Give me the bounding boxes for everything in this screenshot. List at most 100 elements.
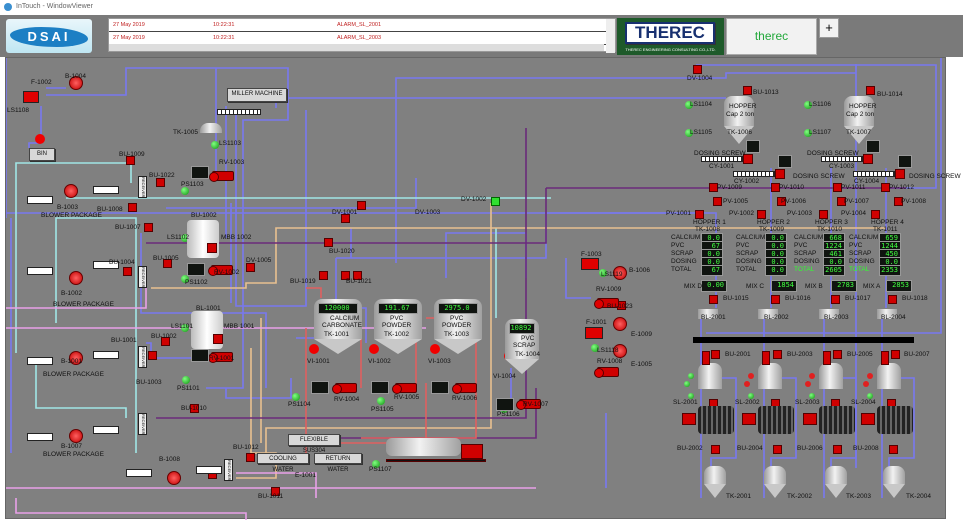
valve-icon[interactable] bbox=[833, 445, 842, 454]
valve-icon[interactable] bbox=[357, 201, 366, 210]
rotary-valve-motor-icon[interactable] bbox=[594, 367, 619, 378]
valve-icon[interactable] bbox=[319, 271, 328, 280]
valve-icon[interactable] bbox=[771, 295, 780, 304]
hopper-body bbox=[724, 96, 754, 126]
silo-id: TK-1001 bbox=[324, 331, 349, 338]
valve-icon[interactable] bbox=[246, 453, 255, 462]
label-dv1004: DV-1004 bbox=[687, 75, 713, 82]
valve-icon[interactable] bbox=[889, 445, 898, 454]
valve-icon[interactable] bbox=[324, 238, 333, 247]
reactor-motor-icon[interactable] bbox=[702, 351, 710, 365]
valve-icon[interactable] bbox=[246, 263, 255, 272]
reactor-motor-icon[interactable] bbox=[881, 351, 889, 365]
screw-motor-icon[interactable] bbox=[863, 154, 873, 164]
label-bp4: BLOWER PACKAGE bbox=[43, 451, 104, 458]
valve-icon[interactable] bbox=[773, 445, 782, 454]
label-dv1005: DV-1005 bbox=[246, 257, 272, 264]
reactor-vessel bbox=[877, 363, 901, 389]
mixer-motor-icon[interactable] bbox=[682, 413, 696, 425]
valve-icon[interactable] bbox=[693, 65, 702, 74]
blower-icon[interactable] bbox=[69, 351, 83, 365]
valve-icon[interactable] bbox=[341, 271, 350, 280]
rotary-valve-motor-icon[interactable] bbox=[516, 399, 541, 410]
rotary-valve-motor-icon[interactable] bbox=[209, 171, 234, 182]
blower-icon[interactable] bbox=[613, 344, 627, 358]
blower-icon[interactable] bbox=[69, 76, 83, 90]
screw-motor-icon[interactable] bbox=[775, 169, 785, 179]
valve-icon[interactable] bbox=[819, 210, 828, 219]
valve-icon[interactable] bbox=[773, 350, 782, 359]
mixer-motor-icon[interactable] bbox=[861, 413, 875, 425]
valve-dv1002-icon[interactable] bbox=[491, 197, 500, 206]
valve-icon[interactable] bbox=[757, 210, 766, 219]
valve-icon[interactable] bbox=[148, 351, 157, 360]
screw-motor-icon[interactable] bbox=[743, 154, 753, 164]
valve-icon[interactable] bbox=[144, 223, 153, 232]
pipe bbox=[830, 377, 857, 468]
bag-indicator bbox=[213, 334, 223, 344]
motor-status-display bbox=[371, 381, 389, 394]
valve-icon[interactable] bbox=[833, 183, 842, 192]
rotary-valve-motor-icon[interactable] bbox=[392, 383, 417, 394]
valve-icon[interactable] bbox=[353, 271, 362, 280]
rotary-valve-motor-icon[interactable] bbox=[332, 383, 357, 394]
valve-icon[interactable] bbox=[709, 183, 718, 192]
mixer-motor-icon[interactable] bbox=[742, 413, 756, 425]
blower-icon[interactable] bbox=[69, 429, 83, 443]
miller-machine-button[interactable]: MILLER MACHINE bbox=[227, 88, 287, 102]
valve-icon[interactable] bbox=[713, 197, 722, 206]
valve-icon[interactable] bbox=[709, 295, 718, 304]
valve-icon[interactable] bbox=[871, 210, 880, 219]
valve-icon[interactable] bbox=[837, 197, 846, 206]
blower-icon[interactable] bbox=[613, 317, 627, 331]
silo-value-display: 120000 bbox=[318, 303, 358, 314]
valve-icon[interactable] bbox=[161, 337, 170, 346]
valve-icon[interactable] bbox=[888, 295, 897, 304]
label-bu1004: BU-1004 bbox=[109, 259, 135, 266]
label-ls1103: LS1103 bbox=[219, 140, 241, 147]
reactor-motor-icon[interactable] bbox=[823, 351, 831, 365]
mixer-motor-icon[interactable] bbox=[803, 413, 817, 425]
valve-icon[interactable] bbox=[777, 197, 786, 206]
valve-icon[interactable] bbox=[128, 203, 137, 212]
screw-motor-icon[interactable] bbox=[895, 169, 905, 179]
valve-icon[interactable] bbox=[123, 267, 132, 276]
valve-icon[interactable] bbox=[341, 214, 350, 223]
valve-icon[interactable] bbox=[695, 210, 704, 219]
valve-icon[interactable] bbox=[190, 404, 199, 413]
valve-icon[interactable] bbox=[881, 183, 890, 192]
valve-icon[interactable] bbox=[891, 350, 900, 359]
vertical-scrollbar[interactable] bbox=[606, 19, 615, 53]
valve-icon[interactable] bbox=[831, 295, 840, 304]
valve-icon[interactable] bbox=[126, 156, 135, 165]
valve-icon[interactable] bbox=[771, 183, 780, 192]
valve-icon[interactable] bbox=[833, 350, 842, 359]
blower-icon[interactable] bbox=[613, 266, 627, 280]
rotary-valve-motor-icon[interactable] bbox=[594, 298, 619, 309]
valve-icon[interactable] bbox=[743, 86, 752, 95]
blower-icon[interactable] bbox=[69, 271, 83, 285]
hopper-row-label: CALCIUM bbox=[671, 234, 701, 241]
reactor-led-icon bbox=[744, 381, 750, 387]
valve-icon[interactable] bbox=[711, 350, 720, 359]
valve-icon[interactable] bbox=[866, 86, 875, 95]
status-led-icon bbox=[599, 269, 607, 277]
horizontal-scrollbar[interactable] bbox=[109, 44, 604, 51]
valve-icon[interactable] bbox=[163, 259, 172, 268]
blower-icon[interactable] bbox=[64, 184, 78, 198]
add-button[interactable]: + bbox=[819, 18, 839, 38]
hopper-row-label: PVC bbox=[849, 242, 863, 249]
reactor-motor-icon[interactable] bbox=[762, 351, 770, 365]
valve-icon[interactable] bbox=[711, 445, 720, 454]
valve-icon[interactable] bbox=[271, 487, 280, 496]
valve-icon[interactable] bbox=[156, 178, 165, 187]
valve-icon[interactable] bbox=[894, 197, 903, 206]
label-bu2008: BU-2008 bbox=[853, 445, 879, 452]
therec-button[interactable]: therec bbox=[726, 18, 817, 55]
rotary-valve-motor-icon[interactable] bbox=[452, 383, 477, 394]
blower-icon[interactable] bbox=[167, 471, 181, 485]
rotary-valve-motor-icon[interactable] bbox=[208, 265, 233, 276]
